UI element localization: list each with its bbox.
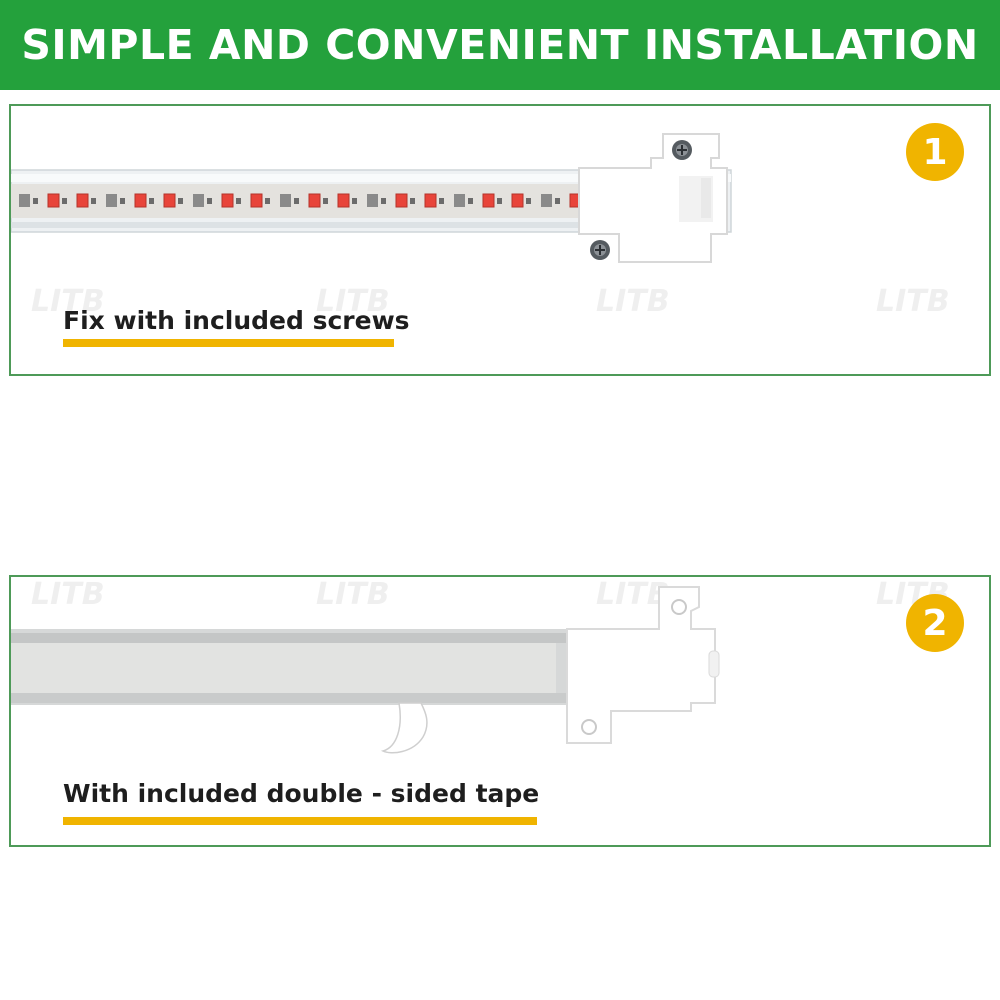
caption-underline bbox=[63, 817, 537, 825]
led-chip-red bbox=[163, 193, 176, 208]
step-caption: Fix with included screws bbox=[63, 306, 410, 335]
double-sided-tape-icon bbox=[380, 702, 428, 754]
resistor-chip bbox=[381, 198, 386, 204]
watermark: LITB bbox=[316, 577, 390, 612]
step-number-badge: 2 bbox=[906, 594, 964, 652]
tape-channel-illustration bbox=[11, 586, 720, 754]
led-chip-component bbox=[541, 194, 552, 207]
resistor-chip bbox=[555, 198, 560, 204]
resistor-chip bbox=[149, 198, 154, 204]
header-banner: SIMPLE AND CONVENIENT INSTALLATION bbox=[0, 0, 1000, 90]
mounting-clip-icon bbox=[578, 133, 728, 263]
resistor-chip bbox=[294, 198, 299, 204]
watermark: LITB bbox=[316, 284, 390, 319]
led-chip-component bbox=[193, 194, 204, 207]
resistor-chip bbox=[120, 198, 125, 204]
resistor-chip bbox=[33, 198, 38, 204]
led-chip-component bbox=[19, 194, 30, 207]
step-panel-1: LITB LITB LITB LITB 1 Fix bbox=[9, 104, 991, 376]
step-number-badge: 1 bbox=[906, 123, 964, 181]
watermark: LITB bbox=[31, 577, 105, 612]
led-strip-illustration bbox=[11, 133, 732, 263]
led-chip-red bbox=[134, 193, 147, 208]
resistor-chip bbox=[323, 198, 328, 204]
led-chip-red bbox=[424, 193, 437, 208]
step-caption: With included double - sided tape bbox=[63, 779, 540, 808]
led-chip-component bbox=[280, 194, 291, 207]
screw-icon bbox=[590, 240, 610, 260]
watermark: LITB bbox=[596, 577, 670, 612]
led-chip-component bbox=[106, 194, 117, 207]
led-chip-component bbox=[454, 194, 465, 207]
watermark: LITB bbox=[876, 284, 950, 319]
watermark: LITB bbox=[31, 284, 105, 319]
mounting-clip-icon bbox=[566, 586, 720, 744]
resistor-chip bbox=[91, 198, 96, 204]
led-chip-red bbox=[308, 193, 321, 208]
resistor-chip bbox=[236, 198, 241, 204]
resistor-chip bbox=[526, 198, 531, 204]
resistor-chip bbox=[439, 198, 444, 204]
led-chip-red bbox=[76, 193, 89, 208]
resistor-chip bbox=[62, 198, 67, 204]
step-panel-2: LITB LITB LITB LITB 2 With included doub… bbox=[9, 575, 991, 847]
watermark: LITB bbox=[596, 284, 670, 319]
led-chip-red bbox=[511, 193, 524, 208]
led-chip-red bbox=[395, 193, 408, 208]
led-chip-red bbox=[47, 193, 60, 208]
resistor-chip bbox=[468, 198, 473, 204]
led-chip-red bbox=[221, 193, 234, 208]
resistor-chip bbox=[497, 198, 502, 204]
led-chips bbox=[19, 193, 618, 208]
led-chip-red bbox=[337, 193, 350, 208]
resistor-chip bbox=[352, 198, 357, 204]
screw-icon bbox=[672, 140, 692, 160]
resistor-chip bbox=[207, 198, 212, 204]
resistor-chip bbox=[265, 198, 270, 204]
resistor-chip bbox=[178, 198, 183, 204]
led-chip-red bbox=[250, 193, 263, 208]
resistor-chip bbox=[410, 198, 415, 204]
page-title: SIMPLE AND CONVENIENT INSTALLATION bbox=[21, 21, 979, 69]
led-chip-red bbox=[482, 193, 495, 208]
led-chip-component bbox=[367, 194, 378, 207]
caption-underline bbox=[63, 339, 394, 347]
